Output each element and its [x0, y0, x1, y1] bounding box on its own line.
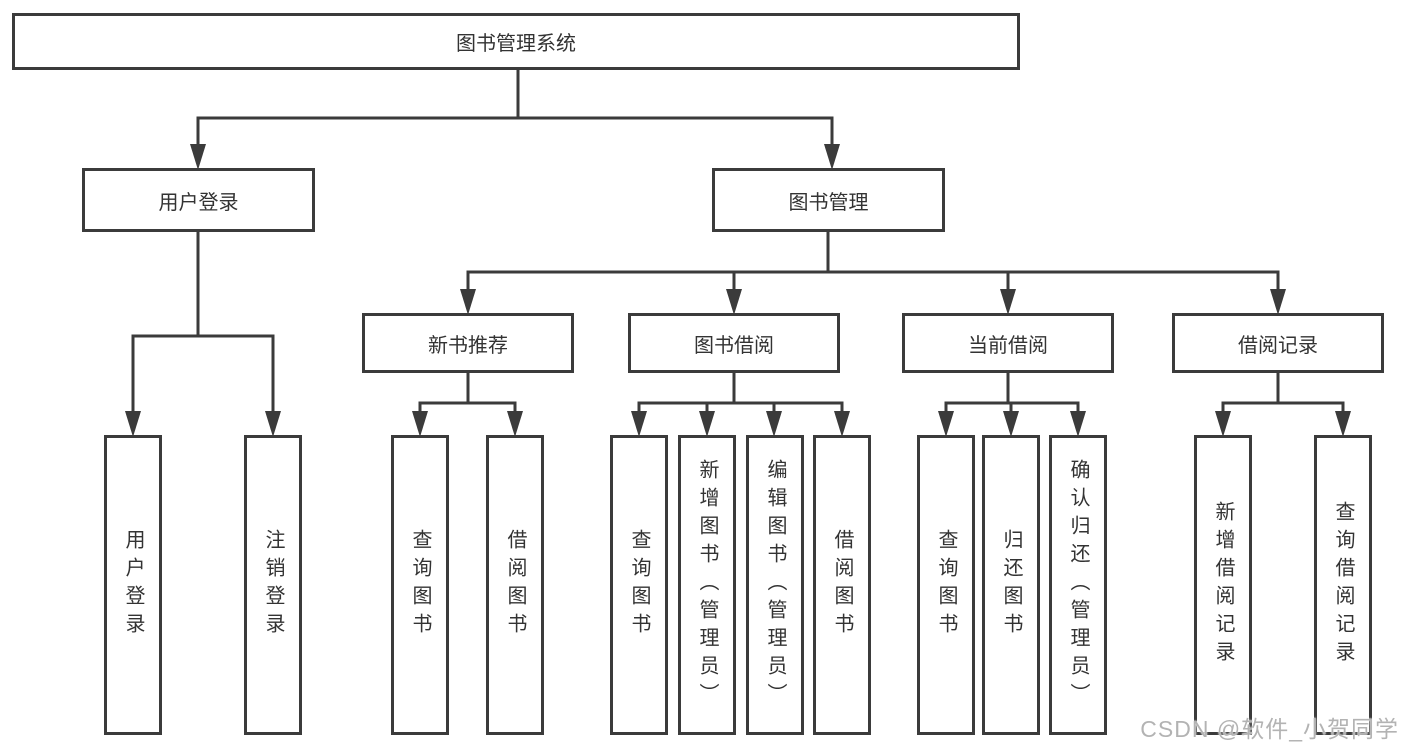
arrowhead — [824, 144, 840, 170]
arrowhead — [834, 411, 850, 437]
leaf-label: 新增图书（管理员） — [696, 459, 718, 711]
arrowheads — [125, 144, 1351, 437]
arrowhead — [1070, 411, 1086, 437]
leaf-query-books-borrow: 查询图书 — [610, 435, 668, 735]
leaf-query-borrow-record: 查询借阅记录 — [1314, 435, 1372, 735]
node-book-borrow: 图书借阅 — [628, 313, 840, 373]
leaf-label: 查询图书 — [935, 529, 957, 641]
leaf-add-borrow-record: 新增借阅记录 — [1194, 435, 1252, 735]
node-user-login: 用户登录 — [82, 168, 315, 232]
leaf-label: 查询借阅记录 — [1332, 501, 1354, 669]
leaf-edit-books-admin: 编辑图书（管理员） — [746, 435, 804, 735]
node-new-book-recommend: 新书推荐 — [362, 313, 574, 373]
arrowhead — [726, 289, 742, 315]
arrowhead — [631, 411, 647, 437]
leaf-borrow-books: 借阅图书 — [813, 435, 871, 735]
arrowhead — [507, 411, 523, 437]
arrowhead — [1335, 411, 1351, 437]
arrowhead — [460, 289, 476, 315]
arrowhead — [1003, 411, 1019, 437]
leaf-label: 借阅图书 — [504, 529, 526, 641]
leaf-label: 注销登录 — [262, 529, 284, 641]
leaf-label: 用户登录 — [122, 529, 144, 641]
leaf-label: 归还图书 — [1000, 529, 1022, 641]
leaf-label: 新增借阅记录 — [1212, 501, 1234, 669]
node-borrow-records: 借阅记录 — [1172, 313, 1384, 373]
arrowhead — [938, 411, 954, 437]
arrowhead — [1000, 289, 1016, 315]
arrowhead — [1215, 411, 1231, 437]
arrowhead — [412, 411, 428, 437]
arrowhead — [125, 411, 141, 437]
leaf-add-books-admin: 新增图书（管理员） — [678, 435, 736, 735]
leaf-borrow-books-recommend: 借阅图书 — [486, 435, 544, 735]
arrowhead — [190, 144, 206, 170]
leaf-query-books-current: 查询图书 — [917, 435, 975, 735]
node-current-borrow: 当前借阅 — [902, 313, 1114, 373]
leaf-return-books: 归还图书 — [982, 435, 1040, 735]
node-root: 图书管理系统 — [12, 13, 1020, 70]
leaf-label: 编辑图书（管理员） — [764, 459, 786, 711]
leaf-query-books-recommend: 查询图书 — [391, 435, 449, 735]
leaf-label: 借阅图书 — [831, 529, 853, 641]
csdn-watermark: CSDN @软件_小贺同学 — [1140, 716, 1399, 742]
node-book-management: 图书管理 — [712, 168, 945, 232]
leaf-logout: 注销登录 — [244, 435, 302, 735]
leaf-confirm-return-admin: 确认归还（管理员） — [1049, 435, 1107, 735]
arrowhead — [1270, 289, 1286, 315]
arrowhead — [265, 411, 281, 437]
leaf-label: 查询图书 — [409, 529, 431, 641]
leaf-label: 确认归还（管理员） — [1067, 459, 1089, 711]
tree-edges — [131, 70, 1345, 415]
leaf-user-login: 用户登录 — [104, 435, 162, 735]
leaf-label: 查询图书 — [628, 529, 650, 641]
arrowhead — [699, 411, 715, 437]
arrowhead — [766, 411, 782, 437]
